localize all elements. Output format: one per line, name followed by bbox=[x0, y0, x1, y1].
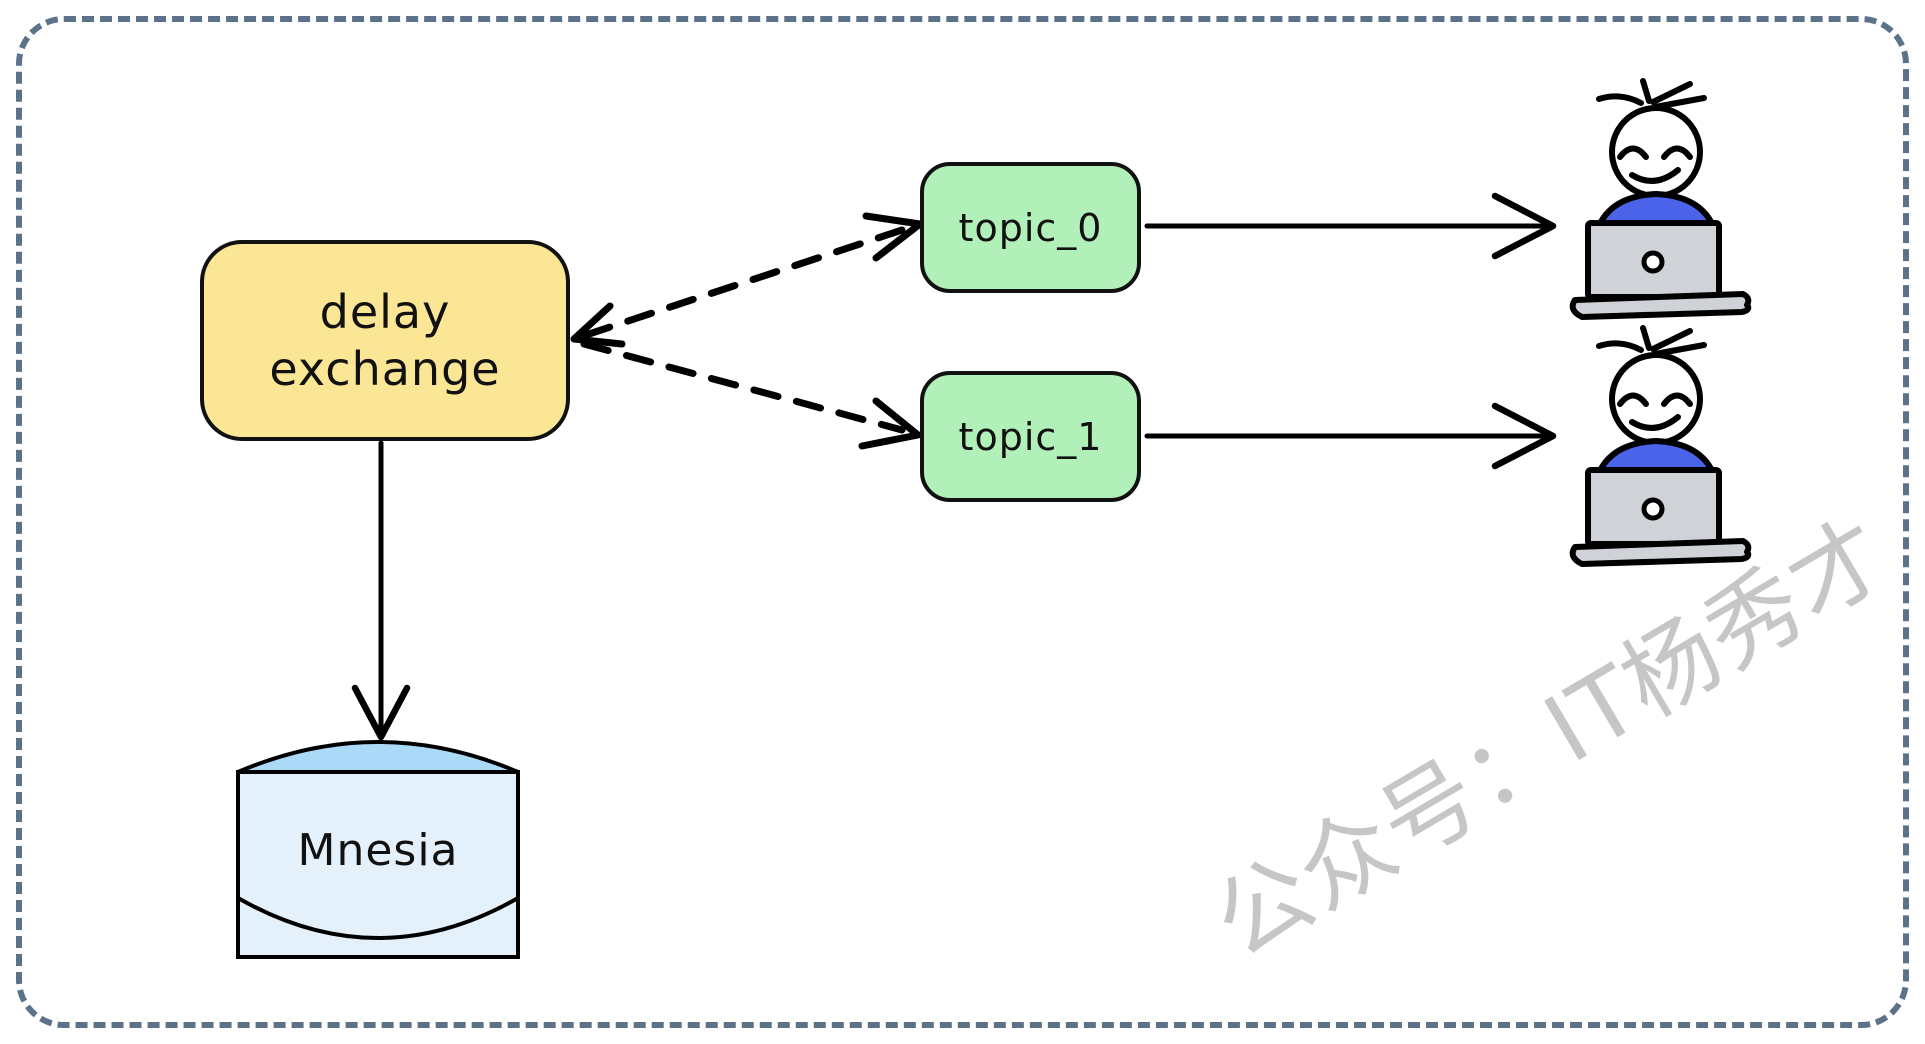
delay-exchange-label-line2: exchange bbox=[269, 341, 501, 396]
mnesia-label: Mnesia bbox=[297, 824, 459, 876]
topic-0-label: topic_0 bbox=[958, 205, 1103, 250]
edge-topic1-consumer2 bbox=[1144, 402, 1557, 470]
node-topic-1: topic_1 bbox=[920, 371, 1141, 502]
edges-group bbox=[351, 192, 1557, 741]
edge-delay-topic0-dashed bbox=[570, 212, 924, 348]
node-topic-0: topic_0 bbox=[920, 162, 1141, 293]
delay-exchange-label-line1: delay bbox=[319, 285, 451, 340]
node-delay-exchange: delay exchange bbox=[200, 240, 570, 441]
mnesia-lid bbox=[237, 740, 519, 774]
mnesia-cylinder bbox=[236, 740, 520, 959]
topic-1-label: topic_1 bbox=[958, 414, 1103, 459]
edge-delay-mnesia bbox=[351, 440, 411, 741]
edge-topic0-consumer1 bbox=[1144, 192, 1557, 260]
mnesia-bottom-curve bbox=[237, 896, 519, 940]
edge-delay-topic1-dashed bbox=[580, 340, 922, 450]
consumer-icon-1 bbox=[1573, 81, 1749, 317]
consumer-icon-2 bbox=[1573, 328, 1749, 564]
